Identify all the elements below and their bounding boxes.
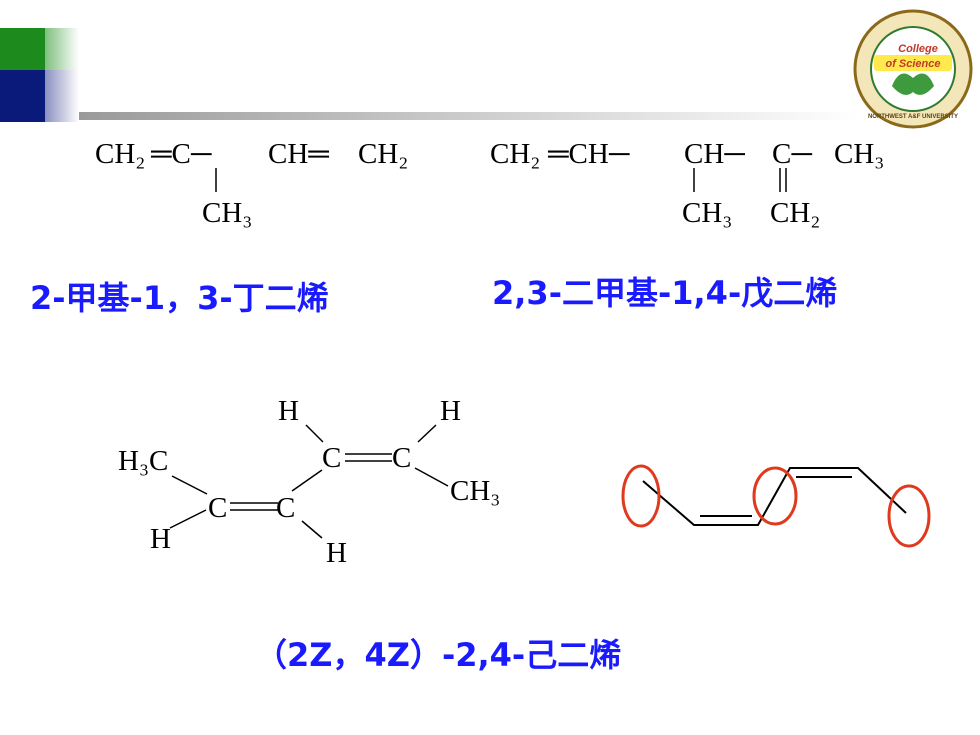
s3-bond-h-bottom-left (169, 509, 207, 529)
highlight-circle-left (621, 464, 661, 528)
s3-ch3-right: CH₃ (450, 475, 500, 507)
highlight-circle-right (887, 484, 931, 548)
structure-isoprene: CH₂ ═C─ CH═ CH₂ CH₃ (95, 138, 408, 229)
s3-h-bottom-left: H (150, 523, 171, 555)
s3-bond-central (291, 469, 323, 492)
s2-substituent-ch2: CH₂ (770, 197, 820, 229)
s3-h-top-left: H (278, 395, 299, 427)
compound-name-isoprene: 2-甲基-1，3-丁二烯 (30, 279, 329, 317)
structure-hexadiene-formula: H H H₃C C C CH₃ C C H H (118, 395, 500, 569)
s1-atom-ch2-right: CH₂ (358, 138, 408, 170)
s2-atom-ch3: CH₃ (834, 138, 884, 170)
s3-c-left: C (208, 492, 227, 524)
s3-c-right: C (392, 442, 411, 474)
s3-c-mid-left: C (276, 492, 295, 524)
s3-bond-h-top-right (417, 424, 437, 443)
slide-decoration-navy (0, 70, 45, 122)
s3-h3c-left: H₃C (118, 445, 168, 477)
slide-decoration-navy-fade (45, 70, 79, 122)
logo-ring-text: NORTHWEST A&F UNIVERSITY (868, 114, 958, 120)
logo-banner (874, 55, 952, 71)
highlight-circle-middle (752, 466, 798, 526)
skeletal-chain (642, 467, 907, 526)
logo-text-science: of Science (885, 58, 940, 70)
s2-atom-ch-1: ═CH─ (547, 138, 630, 170)
slide-decoration-green-fade (45, 28, 79, 70)
university-logo: College of Science NORTHWEST A&F UNIVERS… (853, 9, 973, 129)
s3-bond-h3c (171, 475, 208, 495)
structure-hexadiene-skeletal (621, 464, 931, 548)
s3-bond-h-top-left (305, 424, 324, 443)
logo-text-college: College (898, 43, 938, 55)
compound-name-dimethylpentadiene: 2,3-二甲基-1,4-戊二烯 (492, 274, 838, 312)
s1-atom-ch2-left: CH₂ (95, 138, 145, 170)
logo-leaf-emblem (892, 73, 934, 95)
compound-name-hexadiene: （2Z，4Z）-2,4-己二烯 (255, 636, 622, 674)
s2-atom-ch-2: CH─ (684, 138, 745, 170)
s2-atom-ch2-left: CH₂ (490, 138, 540, 170)
s3-h-top-right: H (440, 395, 461, 427)
structure-dimethylpentadiene: CH₂ ═CH─ CH─ C─ CH₃ CH₃ CH₂ (490, 138, 884, 229)
s1-atom-ch: CH═ (268, 138, 329, 170)
s2-substituent-ch3: CH₃ (682, 197, 732, 229)
s3-h-bottom-mid: H (326, 537, 347, 569)
s3-bond-ch3-right (414, 467, 449, 487)
s1-bond-c: ═C─ (150, 138, 212, 170)
slide-decoration-green (0, 28, 45, 70)
title-underline-bar (79, 112, 859, 120)
s3-bond-h-bottom-mid (301, 520, 323, 539)
s2-atom-c: C─ (772, 138, 812, 170)
s3-c-mid-right: C (322, 442, 341, 474)
s1-substituent-ch3: CH₃ (202, 197, 252, 229)
